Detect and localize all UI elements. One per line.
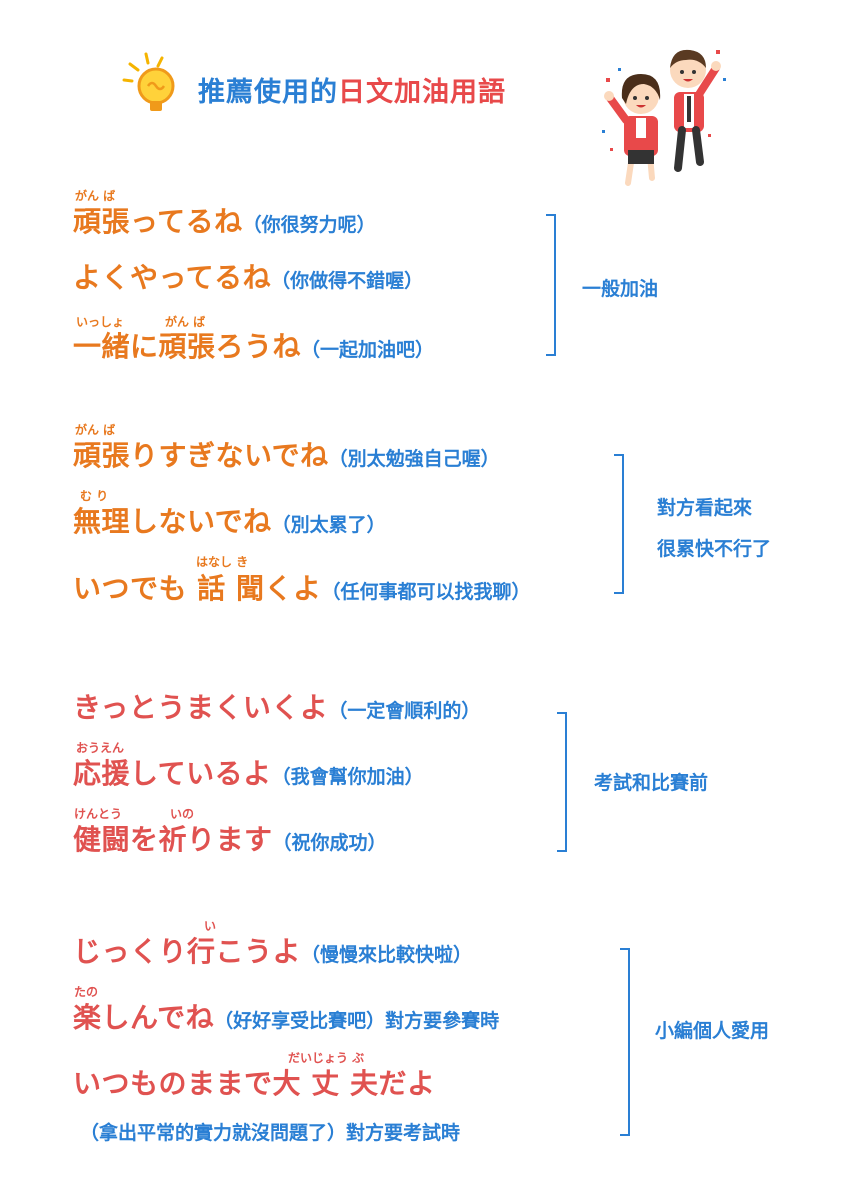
phrase-row: 頑張りすぎないでね（別太勉強自己喔） xyxy=(73,442,500,470)
group-note: 考試和比賽前 xyxy=(594,772,709,794)
phrase-row: いつでも 話 聞くよ（任何事都可以找我聊） xyxy=(73,575,531,603)
chinese-meaning: （別太累了） xyxy=(271,514,386,536)
phrase-row: よくやってるね（你做得不錯喔） xyxy=(73,264,423,292)
japanese-phrase: 頑張ってるね xyxy=(73,205,243,238)
ruby: い xyxy=(204,919,217,933)
chinese-meaning: （拿出平常的實力就沒問題了）對方要考試時 xyxy=(80,1122,461,1144)
japanese-phrase: じっくり行こうよ xyxy=(73,935,302,968)
group-note: 很累快不行了 xyxy=(657,538,772,560)
chinese-meaning: （你做得不錯喔） xyxy=(271,270,424,292)
ruby: はなし き xyxy=(196,555,249,569)
phrase-row: 健闘を祈ります（祝你成功） xyxy=(73,826,387,854)
title-part2: 日文加油用語 xyxy=(338,77,506,108)
title-part1: 推薦使用的 xyxy=(198,77,338,108)
ruby: いっしょ xyxy=(76,315,125,329)
page-title: 推薦使用的日文加油用語 xyxy=(198,70,506,109)
japanese-phrase: いつでも xyxy=(73,572,198,605)
ruby: おうえん xyxy=(76,741,125,755)
group-bracket xyxy=(614,454,624,594)
cheering-people-illustration xyxy=(602,49,726,186)
ruby: だいじょう ぶ xyxy=(288,1051,365,1065)
group-bracket xyxy=(557,712,567,852)
ruby: けんとう xyxy=(74,807,123,821)
chinese-meaning: （我會幫你加油） xyxy=(271,766,424,788)
ruby: がん ば xyxy=(75,423,116,437)
chinese-meaning: （一起加油吧） xyxy=(301,339,435,361)
ruby: いの xyxy=(170,807,195,821)
japanese-phrase: きっとうまくいくよ xyxy=(73,691,329,724)
chinese-meaning: （慢慢來比較快啦） xyxy=(301,944,473,966)
japanese-phrase: 楽しんでね xyxy=(73,1001,215,1034)
japanese-phrase: いつものままで大 丈 夫だよ xyxy=(73,1067,436,1100)
japanese-phrase: 応援しているよ xyxy=(73,757,272,790)
chinese-meaning: （祝你成功） xyxy=(272,832,387,854)
chinese-meaning: （好好享受比賽吧）對方要參賽時 xyxy=(214,1010,500,1032)
group-bracket xyxy=(546,214,556,356)
phrase-row: 頑張ってるね（你很努力呢） xyxy=(73,208,376,236)
japanese-phrase: 頑張りすぎないでね xyxy=(73,439,329,472)
japanese-phrase: 一緒に頑張ろうね xyxy=(73,330,302,363)
chinese-meaning: （一定會順利的） xyxy=(328,700,481,722)
group-note: 對方看起來 xyxy=(657,497,753,519)
japanese-phrase: よくやってるね xyxy=(73,261,272,294)
ruby: がん ば xyxy=(75,189,116,203)
chinese-meaning: （你很努力呢） xyxy=(242,214,376,236)
phrase-row: （拿出平常的實力就沒問題了）對方要考試時 xyxy=(80,1124,460,1143)
phrase-row: 応援しているよ（我會幫你加油） xyxy=(73,760,424,788)
chinese-meaning: （別太勉強自己喔） xyxy=(328,448,500,470)
phrase-row: 無理しないでね（別太累了） xyxy=(73,508,386,536)
phrase-row: 一緒に頑張ろうね（一起加油吧） xyxy=(73,333,434,361)
phrase-row: じっくり行こうよ（慢慢來比較快啦） xyxy=(73,938,472,966)
lightbulb-icon xyxy=(122,52,175,111)
ruby: がん ば xyxy=(165,315,206,329)
group-bracket xyxy=(620,948,630,1136)
phrase-row: きっとうまくいくよ（一定會順利的） xyxy=(73,694,480,722)
japanese-phrase: 話 聞くよ xyxy=(197,572,322,605)
japanese-phrase: 健闘を祈ります xyxy=(73,823,273,856)
japanese-phrase: 無理しないでね xyxy=(73,505,272,538)
ruby: たの xyxy=(74,985,99,999)
ruby: む り xyxy=(80,489,109,503)
chinese-meaning: （任何事都可以找我聊） xyxy=(321,581,531,603)
group-note: 一般加油 xyxy=(582,278,659,300)
phrase-row: 楽しんでね（好好享受比賽吧）對方要參賽時 xyxy=(73,1004,499,1032)
phrase-row: いつものままで大 丈 夫だよ xyxy=(73,1070,436,1098)
group-note: 小編個人愛用 xyxy=(655,1020,770,1042)
